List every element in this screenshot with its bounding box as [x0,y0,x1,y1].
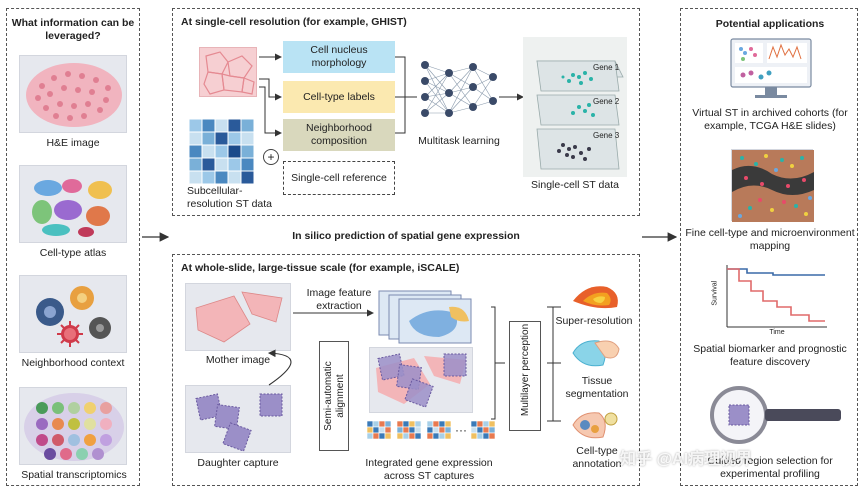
super-resolution-graphic [567,281,623,313]
neighborhood-thumbnail [19,275,127,353]
microenvironment-map-graphic [732,150,814,222]
registered-tissue-graphic [376,353,467,408]
tissue-segmentation-label: Tissue segmentation [565,375,629,400]
left-panel: What information can be leveraged? H&E i… [6,8,140,486]
guided-region-selection-label: Guided region selection for experimental… [707,455,833,480]
cell-type-atlas-label: Cell-type atlas [39,247,107,259]
single-cell-panel-title: At single-cell resolution (for example, … [181,16,407,28]
integrated-gene-expression-label: Integrated gene expression across ST cap… [365,457,493,482]
virtual-st-label: Virtual ST in archived cohorts (for exam… [692,107,848,132]
watermark: 知乎 @AI病理视界 [620,451,753,468]
cell-type-annotation-graphic [569,407,623,443]
survival-plot: Survival Time [711,263,829,337]
in-silico-prediction-title: In silico prediction of spatial gene exp… [292,230,520,242]
he-image-thumbnail [19,55,127,133]
whole-slide-panel: At whole-slide, large-tissue scale (for … [172,254,640,486]
spatial-transcriptomics-label: Spatial transcriptomics [21,469,127,481]
microenvironment-map-thumbnail [731,149,814,222]
multitask-learning-label: Multitask learning [418,135,500,147]
atlas-umap-graphic [32,179,112,237]
semi-automatic-alignment-label: Semi-automatic alignment [323,361,346,431]
plus-icon: + [263,149,279,165]
tissue-segmentation-icon [572,340,620,367]
whole-slide-connectors [267,306,561,422]
neural-network-icon [421,61,497,117]
single-cell-reference-box: Single-cell reference [283,161,395,195]
single-cell-connectors [259,53,524,137]
mother-image-thumbnail [185,283,291,351]
cell-nucleus-morphology-box: Cell nucleus morphology [283,41,395,73]
neighborhood-composition-box: Neighborhood composition [283,119,395,151]
spot-grid-graphic [24,393,124,461]
survival-curves [726,265,827,328]
registered-tissue-thumbnail [369,347,473,413]
monitor-icon [729,37,813,101]
biomarker-discovery-label: Spatial biomarker and prognostic feature… [693,343,847,368]
tissue-segmentation-graphic [569,335,623,371]
subcellular-label: Subcellular-resolution ST data [187,185,273,210]
cell-type-annotation-icon [572,412,618,439]
gene-1-label: Gene 1 [593,63,620,72]
neighborhood-context-label: Neighborhood context [21,357,125,369]
neighborhood-cells-graphic [36,286,111,347]
left-panel-title: What information can be leveraged? [11,17,135,42]
feature-maps-graphic [378,290,472,344]
cell-type-annotation-label: Cell-type annotation [572,445,622,470]
subcellular-heatmap [188,118,257,187]
mother-tissue-graphic [195,291,283,343]
he-tissue-graphic [26,63,122,127]
feature-maps-stack [378,290,489,344]
heatmaps-ellipsis: ··· [455,423,467,437]
integrated-heatmaps: ··· [366,420,497,441]
multilayer-perception-label: Multilayer perception [520,323,531,417]
single-cell-panel: At single-cell resolution (for example, … [172,8,640,216]
gene-maps-graphic [536,60,624,170]
multilayer-perception-box: Multilayer perception [509,321,541,431]
super-resolution-label: Super-resolution [555,315,633,327]
cell-type-atlas-thumbnail [19,165,127,243]
right-panel-title: Potential applications [715,18,825,30]
integrated-heatmaps-graphic [366,420,496,440]
magnifier-graphic [705,385,845,447]
survival-x-axis-label: Time [769,329,785,336]
magnifying-glass-icon [710,386,841,444]
gene-maps-stack: Gene 1 Gene 2 Gene 3 [523,37,627,177]
monitor-graphic [730,38,812,98]
right-panel: Potential applications Virtual ST in arc… [680,8,858,486]
semi-automatic-alignment-box: Semi-automatic alignment [319,341,349,451]
fine-cell-type-label: Fine cell-type and microenvironment mapp… [685,227,855,252]
whole-slide-panel-title: At whole-slide, large-tissue scale (for … [181,262,460,274]
gene-3-label: Gene 3 [593,131,620,140]
multitask-network [419,53,499,133]
spatial-transcriptomics-thumbnail [19,387,127,465]
daughter-capture-label: Daughter capture [197,457,279,469]
nucleus-cells-graphic [203,51,255,95]
daughter-squares-graphic [195,393,283,452]
image-feature-extraction-label: Image feature extraction [306,287,372,312]
single-cell-st-data-label: Single-cell ST data [531,179,619,191]
survival-y-axis-label: Survival [711,280,719,306]
nucleus-image-thumbnail [199,47,257,97]
daughter-capture-thumbnail [185,385,291,453]
cell-type-labels-box: Cell-type labels [283,81,395,113]
he-image-label: H&E image [46,137,100,149]
mother-image-label: Mother image [205,354,271,366]
super-resolution-icon [573,286,618,309]
gene-2-label: Gene 2 [593,97,620,106]
subcellular-grid-graphic [188,118,255,185]
